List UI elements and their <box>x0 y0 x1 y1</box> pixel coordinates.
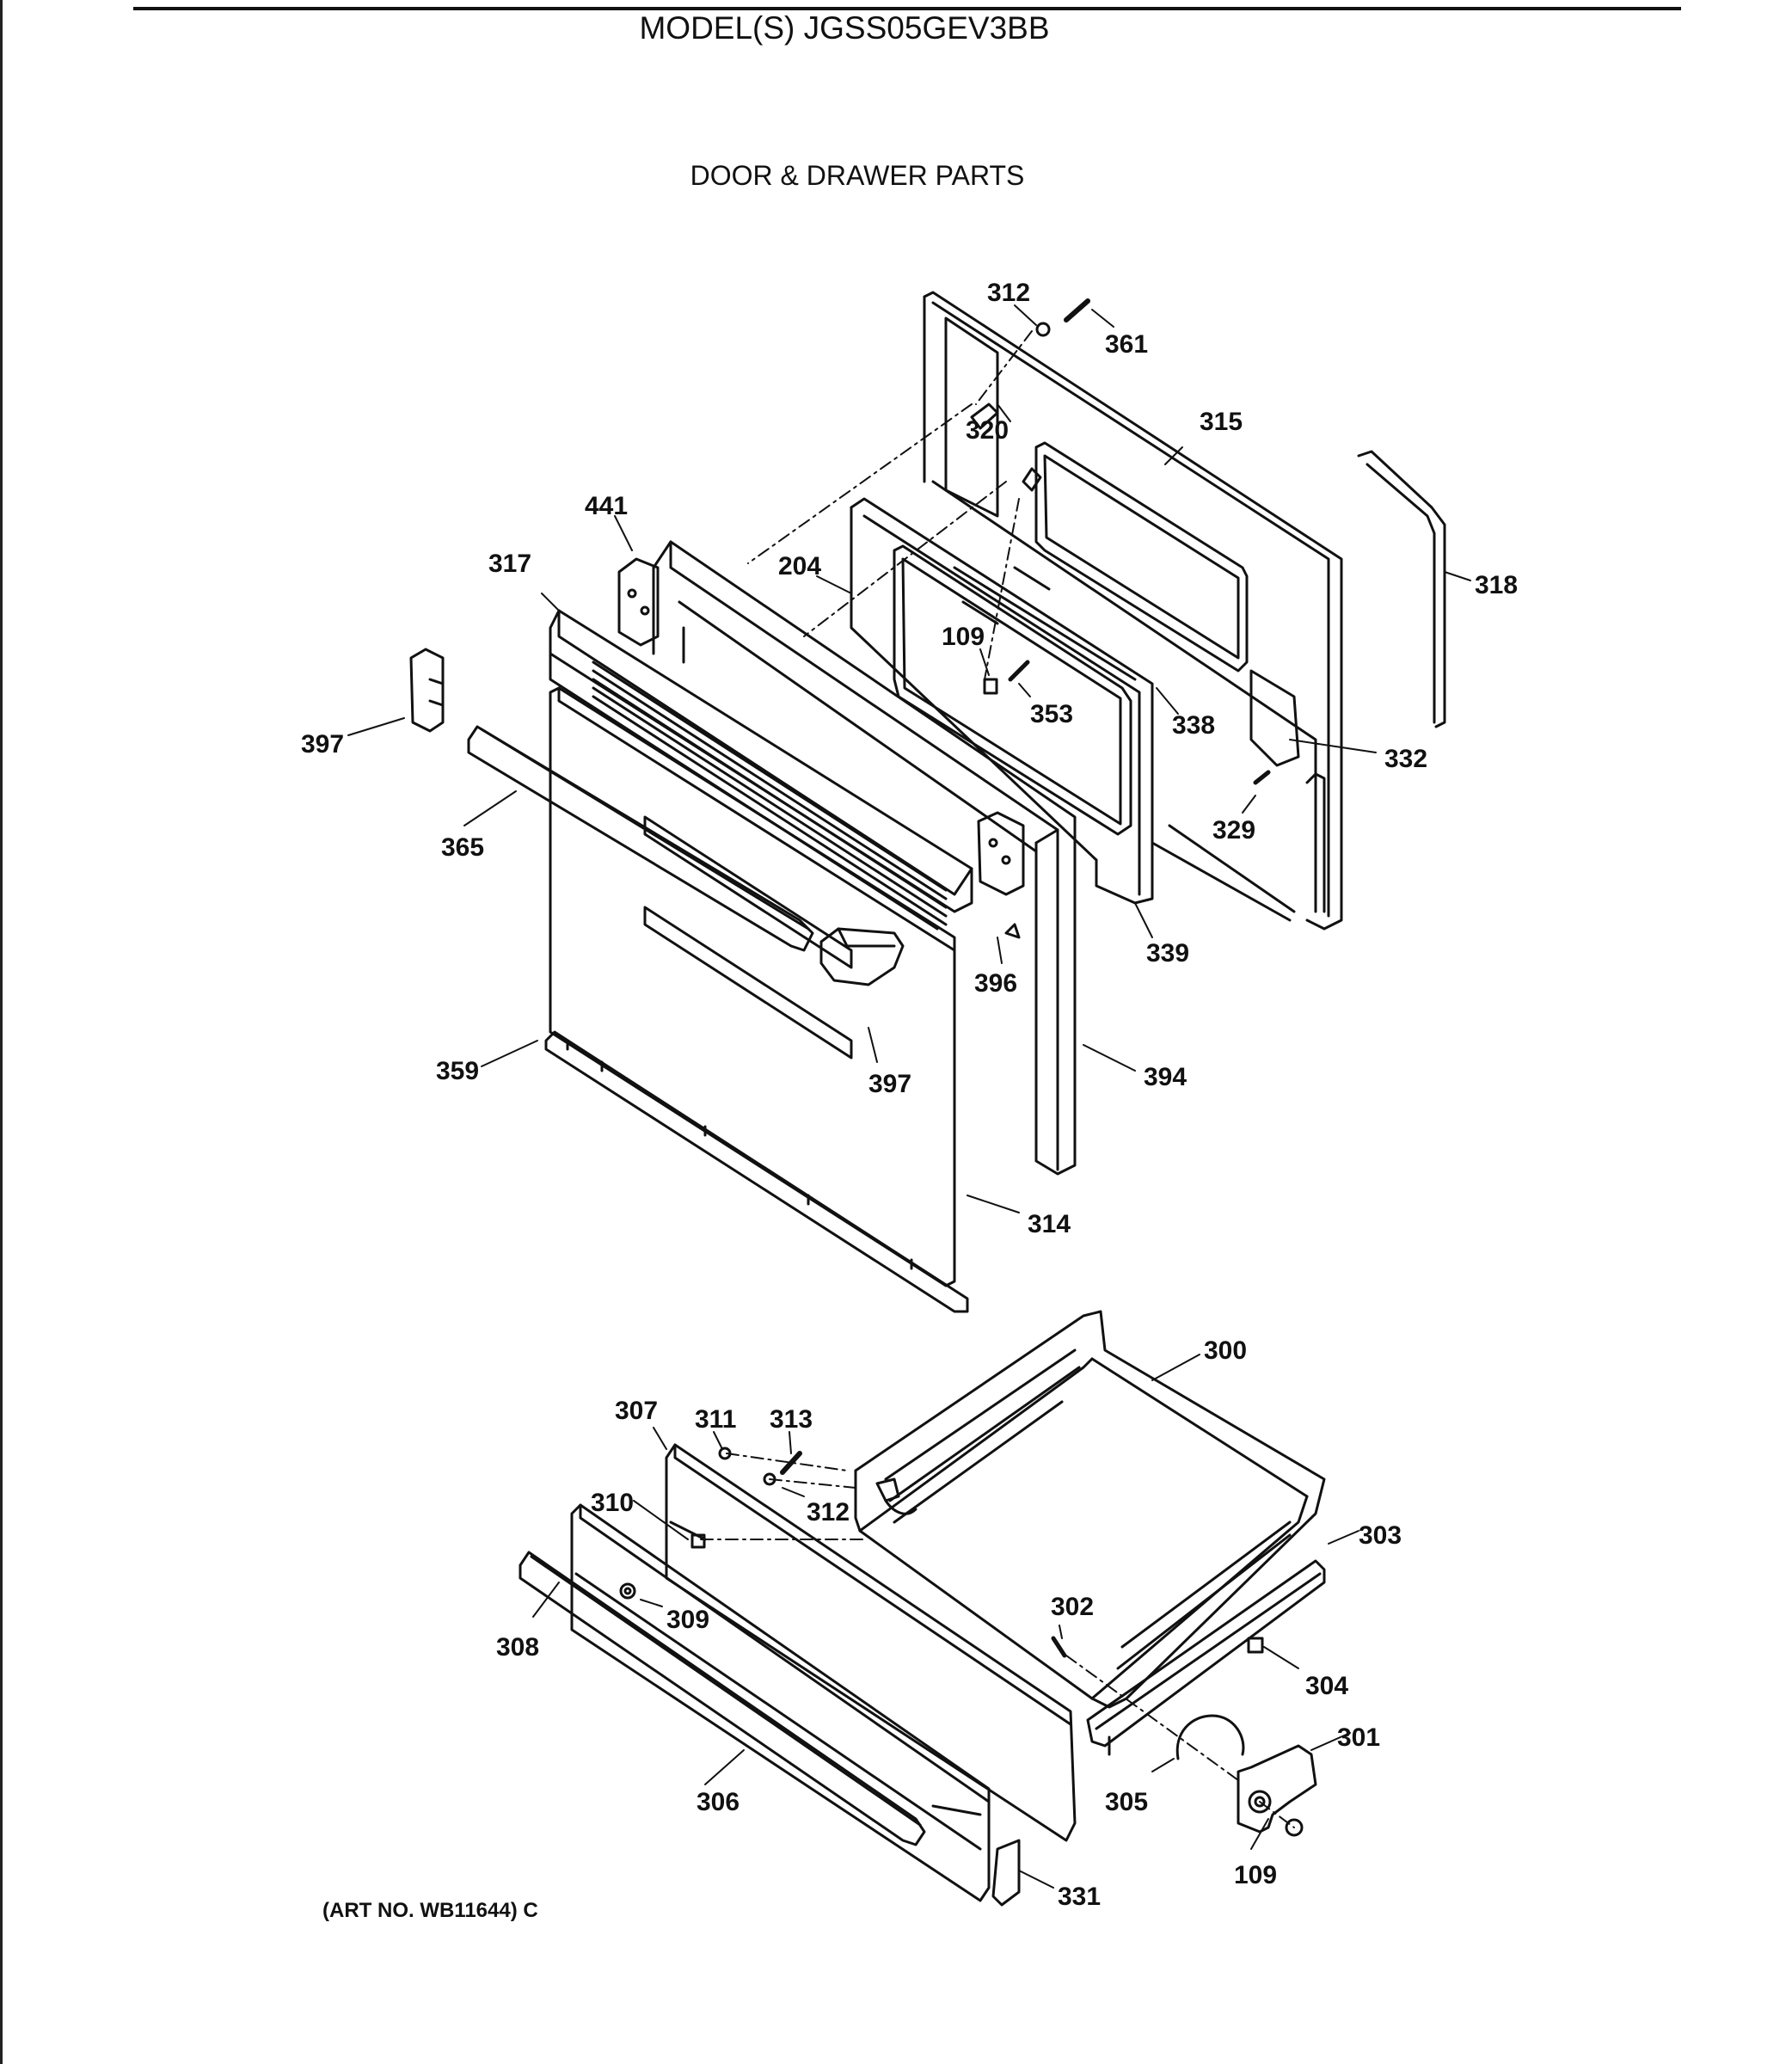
fasteners-drawer <box>619 1447 1304 1837</box>
door-side-frame-394 <box>652 540 1077 1176</box>
callout-306: 306 <box>697 1788 740 1816</box>
section-title: DOOR & DRAWER PARTS <box>690 160 1025 191</box>
alignment-lines <box>700 330 1295 1828</box>
callout-303: 303 <box>1359 1521 1402 1550</box>
callout-314: 314 <box>1028 1210 1071 1238</box>
drawer-slide-303 <box>1086 1559 1326 1756</box>
callout-441: 441 <box>585 492 628 520</box>
callout-331: 331 <box>1058 1883 1101 1911</box>
spring-clip-305 <box>1175 1714 1245 1760</box>
callout-353: 353 <box>1030 700 1073 728</box>
callout-301: 301 <box>1337 1723 1380 1752</box>
page-edge <box>0 0 3 2064</box>
roller-bracket-301 <box>1237 1744 1317 1834</box>
door-handle-365 <box>467 725 814 952</box>
callout-313: 313 <box>770 1405 813 1434</box>
callout-397b: 397 <box>868 1070 911 1098</box>
model-title: MODEL(S) JGSS05GEV3BB <box>639 10 1050 46</box>
drawer-bracket-331 <box>991 1839 1021 1907</box>
drawer-handle-308 <box>519 1551 926 1846</box>
inner-door-panel-315 <box>923 291 1343 931</box>
callout-338: 338 <box>1172 711 1215 740</box>
door-glass-frame-339 <box>850 497 1154 905</box>
leader-lines <box>347 304 1471 1889</box>
callout-312a: 312 <box>987 279 1030 307</box>
callout-305: 305 <box>1105 1788 1148 1816</box>
callout-339: 339 <box>1146 939 1189 968</box>
hinge-bracket-441 <box>617 557 660 647</box>
callout-304: 304 <box>1305 1672 1348 1700</box>
callout-109a: 109 <box>942 623 985 651</box>
callout-204: 204 <box>778 552 821 580</box>
callout-311: 311 <box>695 1405 736 1434</box>
drawer-front-306 <box>570 1503 991 1902</box>
outer-door-314 <box>549 686 956 1287</box>
callout-302: 302 <box>1051 1593 1094 1621</box>
door-bottom-trim-359 <box>544 1030 969 1313</box>
callout-109b: 109 <box>1234 1861 1277 1889</box>
callout-312b: 312 <box>807 1498 850 1526</box>
callout-308: 308 <box>496 1633 539 1662</box>
callout-318: 318 <box>1475 571 1518 599</box>
callout-394: 394 <box>1144 1063 1187 1091</box>
fasteners-door <box>970 298 1271 939</box>
callout-317: 317 <box>488 550 531 578</box>
callout-365: 365 <box>441 833 484 862</box>
art-number: (ART NO. WB11644) C <box>322 1899 538 1922</box>
callout-315: 315 <box>1200 408 1243 436</box>
callout-307: 307 <box>615 1397 658 1425</box>
callout-332: 332 <box>1384 745 1427 773</box>
callout-320: 320 <box>966 416 1009 445</box>
door-gasket-318 <box>1357 450 1446 728</box>
header-rule <box>133 7 1681 10</box>
drawer-body-300 <box>854 1310 1326 1709</box>
callout-396: 396 <box>974 969 1017 998</box>
callout-359: 359 <box>436 1057 479 1085</box>
handle-endcap-397-upper <box>409 648 445 733</box>
callout-300: 300 <box>1204 1336 1247 1365</box>
hinge-bracket-right <box>977 811 1025 896</box>
callout-397a: 397 <box>301 730 344 759</box>
callout-labels: 312 361 320 315 441 318 317 204 109 353 … <box>301 279 1518 1911</box>
callout-309: 309 <box>666 1606 709 1634</box>
callout-361: 361 <box>1105 330 1148 359</box>
handle-endcap-397-lower <box>819 927 905 986</box>
callout-310: 310 <box>591 1489 634 1517</box>
callout-329: 329 <box>1212 816 1255 845</box>
